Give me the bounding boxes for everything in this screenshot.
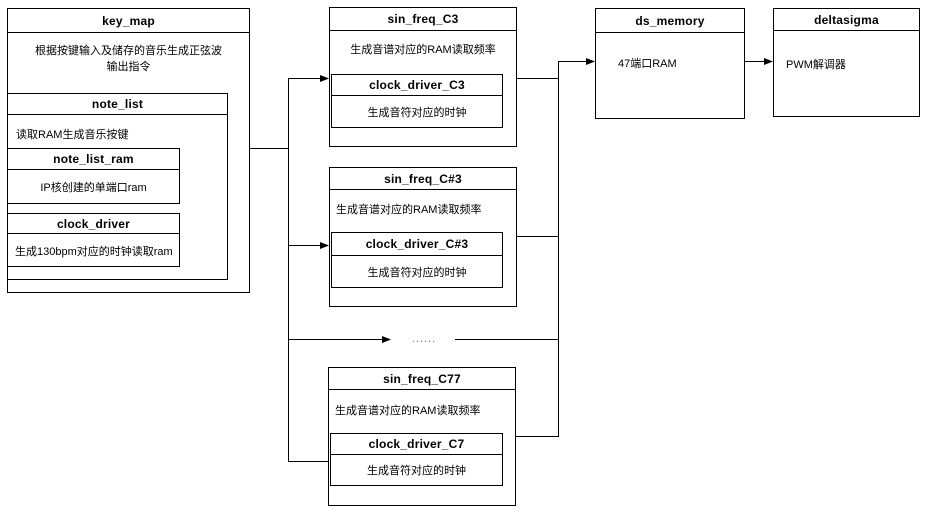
module-key-map-desc: 根据按键输入及储存的音乐生成正弦波输出指令: [35, 45, 222, 73]
module-key-map-title: key_map: [8, 9, 249, 33]
module-ds-memory-desc: 47端口RAM: [618, 58, 677, 70]
module-sin-freq-c77-desc: 生成音谱对应的RAM读取频率: [335, 405, 481, 417]
module-clock-driver-c7-title: clock_driver_C7: [331, 434, 502, 455]
module-note-list-ram-title: note_list_ram: [8, 149, 179, 170]
module-clock-driver-c7: clock_driver_C7 生成音符对应的时钟: [330, 433, 503, 486]
module-sin-freq-c77-title: sin_freq_C77: [329, 368, 515, 390]
module-ds-memory-title: ds_memory: [596, 9, 744, 33]
module-note-list-ram-desc: IP核创建的单端口ram: [40, 182, 147, 194]
ellipsis-label: ......: [411, 333, 437, 345]
module-clock-driver: clock_driver 生成130bpm对应的时钟读取ram: [7, 213, 180, 267]
module-deltasigma: deltasigma PWM解调器: [773, 8, 920, 117]
module-sin-freq-cs3-title: sin_freq_C#3: [330, 168, 516, 190]
module-note-list-ram: note_list_ram IP核创建的单端口ram: [7, 148, 180, 204]
module-clock-driver-desc: 生成130bpm对应的时钟读取ram: [15, 246, 173, 258]
module-sin-freq-c3-title: sin_freq_C3: [330, 8, 516, 31]
module-clock-driver-title: clock_driver: [8, 214, 179, 234]
module-clock-driver-c3: clock_driver_C3 生成音符对应的时钟: [331, 74, 503, 128]
module-deltasigma-desc: PWM解调器: [786, 59, 846, 71]
module-clock-driver-cs3: clock_driver_C#3 生成音符对应的时钟: [331, 232, 503, 288]
module-clock-driver-cs3-desc: 生成音符对应的时钟: [367, 267, 467, 279]
module-ds-memory: ds_memory 47端口RAM: [595, 8, 745, 119]
module-note-list-desc: 读取RAM生成音乐按键: [16, 129, 129, 141]
module-clock-driver-cs3-title: clock_driver_C#3: [332, 233, 502, 256]
module-clock-driver-c7-desc: 生成音符对应的时钟: [367, 465, 466, 477]
module-clock-driver-c3-desc: 生成音符对应的时钟: [367, 107, 467, 119]
module-sin-freq-cs3-desc: 生成音谱对应的RAM读取频率: [336, 204, 482, 216]
module-clock-driver-c3-title: clock_driver_C3: [332, 75, 502, 96]
module-sin-freq-c3-desc: 生成音谱对应的RAM读取频率: [350, 44, 496, 56]
module-deltasigma-title: deltasigma: [774, 9, 919, 31]
module-note-list-title: note_list: [8, 94, 227, 115]
